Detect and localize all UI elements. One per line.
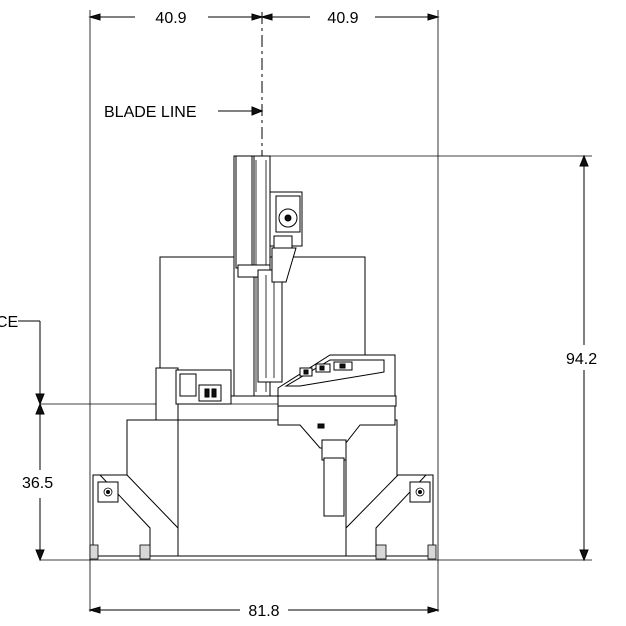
dimension-top-left: 40.9 — [155, 10, 186, 27]
top-dimension-right: 40.9 — [260, 10, 440, 27]
motor-housing — [269, 191, 303, 251]
work-height-dimension: 36.5 — [22, 402, 53, 562]
left-reference-label: CE — [0, 314, 18, 331]
right-leg-mount-icon — [409, 481, 431, 503]
top-dimension-left: 40.9 — [88, 10, 264, 27]
dimension-top-right: 40.9 — [327, 10, 358, 27]
overall-width-dimension: 81.8 — [88, 603, 440, 620]
extension-lines — [40, 10, 592, 612]
left-reference-callout: CE — [0, 314, 45, 406]
overall-height-dimension: 94.2 — [566, 154, 597, 562]
blade-line-label: BLADE LINE — [104, 104, 196, 121]
machine — [89, 155, 437, 560]
dimension-work-height: 36.5 — [22, 475, 53, 492]
left-leg-mount-icon — [97, 481, 119, 503]
dimension-overall-width: 81.8 — [248, 603, 279, 620]
dimension-overall-height: 94.2 — [566, 351, 597, 368]
blade-line-callout: BLADE LINE — [104, 104, 264, 121]
